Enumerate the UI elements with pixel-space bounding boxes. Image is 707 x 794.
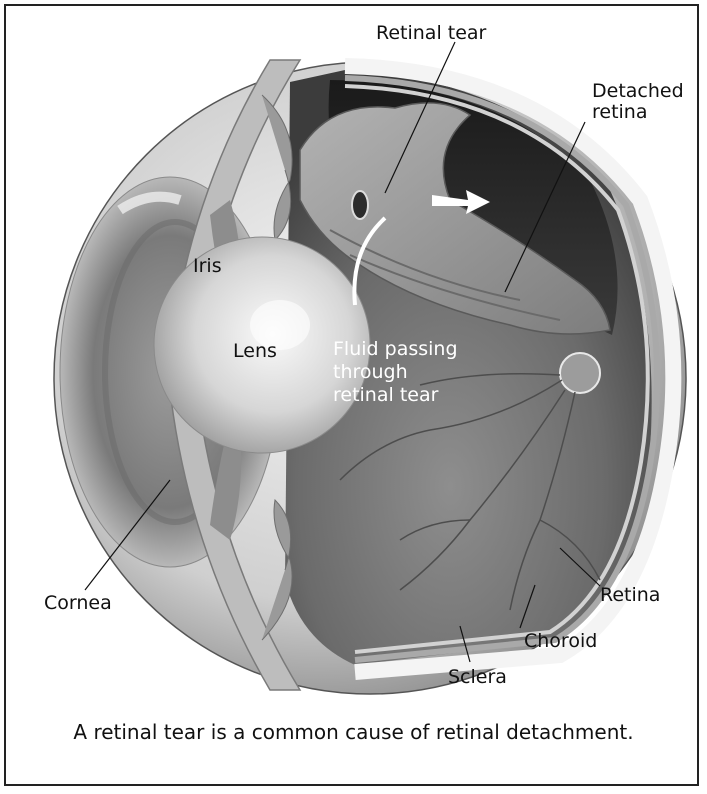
detached-retina-label-line2: retina (592, 101, 648, 123)
fluid-label-line2: through (333, 361, 408, 383)
figure-caption: A retinal tear is a common cause of reti… (0, 720, 707, 744)
cornea-label: Cornea (44, 592, 112, 614)
retinal-tear-hole (352, 191, 368, 219)
iris-label: Iris (193, 255, 222, 277)
fluid-label-line1: Fluid passing (333, 338, 458, 360)
optic-disc (560, 353, 600, 393)
fluid-label-line3: retinal tear (333, 384, 438, 406)
lens-label: Lens (233, 340, 277, 362)
sclera-label: Sclera (448, 666, 507, 688)
detached-retina-label-line1: Detached (592, 80, 684, 102)
retinal-tear-label: Retinal tear (376, 22, 486, 44)
choroid-label: Choroid (524, 630, 597, 652)
retina-label: Retina (600, 584, 660, 606)
